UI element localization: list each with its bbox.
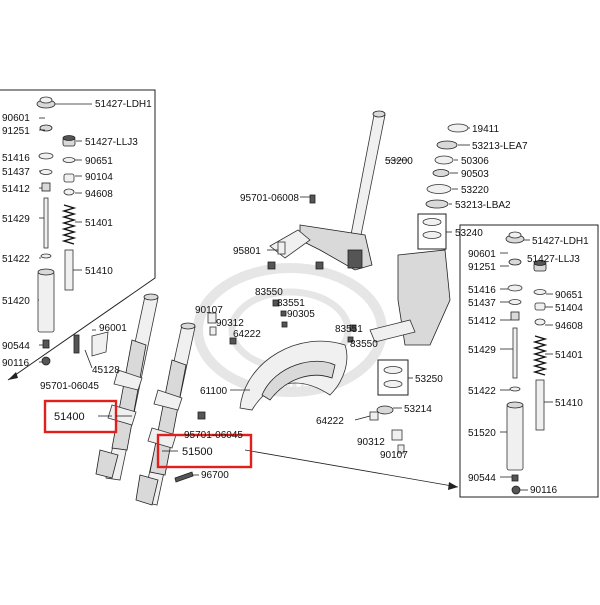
label-r-51520: 51520	[468, 428, 496, 439]
right-inset-labels: 51427-LDH1 90601 91251 51427-LLJ3 51416 …	[468, 236, 589, 496]
label-53214: 53214	[404, 404, 432, 415]
steering-stem	[269, 110, 408, 271]
label-53213-lba2: 53213-LBA2	[455, 200, 511, 211]
label-83550-b: 83550	[350, 339, 378, 350]
label-r-90544: 90544	[468, 473, 496, 484]
main-labels: 19411 53213-LEA7 50306 90503 53220 53213…	[40, 124, 528, 481]
label-95701-06045-a: 95701-06045	[40, 381, 99, 392]
label-r-90116: 90116	[530, 485, 558, 496]
left-inset-leaders	[38, 103, 92, 363]
label-90305: 90305	[287, 309, 315, 320]
callout-51400-label: 51400	[54, 411, 85, 423]
label-53213-lea7: 53213-LEA7	[472, 141, 528, 152]
label-r-90651: 90651	[555, 290, 583, 301]
label-r-51429: 51429	[468, 345, 496, 356]
label-95801: 95801	[233, 246, 261, 257]
label-96700: 96700	[201, 470, 229, 481]
label-95701-06045-b: 95701-06045	[184, 430, 243, 441]
label-90104: 90104	[85, 172, 113, 183]
callout-51500-label: 51500	[182, 446, 213, 458]
label-r-90601: 90601	[468, 249, 496, 260]
label-r-51404: 51404	[555, 303, 583, 314]
label-53200: 53200	[385, 156, 413, 167]
label-90651: 90651	[85, 156, 113, 167]
right-inset-parts	[505, 231, 548, 495]
label-90107-b: 90107	[380, 450, 408, 461]
label-19411: 19411	[472, 124, 500, 135]
label-83551-b: 83551	[335, 324, 363, 335]
label-r-51427-ldh1: 51427-LDH1	[532, 236, 589, 247]
label-90503: 90503	[461, 169, 489, 180]
left-inset-labels: 51427-LDH1 90601 91251 51427-LLJ3 51416 …	[2, 99, 152, 369]
label-51416: 51416	[2, 153, 30, 164]
label-53220: 53220	[461, 185, 489, 196]
right-inset: 51427-LDH1 90601 91251 51427-LLJ3 51416 …	[244, 224, 599, 498]
fork-leg-left	[73, 293, 159, 481]
left-inset-frame	[0, 89, 156, 381]
label-96001: 96001	[99, 323, 127, 334]
bearing-stack	[417, 123, 470, 250]
label-53250: 53250	[415, 374, 443, 385]
label-r-94608: 94608	[555, 321, 583, 332]
label-51427-llj3: 51427-LLJ3	[85, 137, 138, 148]
label-51420: 51420	[2, 296, 30, 307]
frame-head	[369, 249, 451, 415]
label-r-51410: 51410	[555, 398, 583, 409]
label-90107-a: 90107	[195, 305, 223, 316]
label-r-51412: 51412	[468, 316, 496, 327]
label-51412: 51412	[2, 184, 30, 195]
label-r-51437: 51437	[468, 298, 496, 309]
label-90601: 90601	[2, 113, 30, 124]
label-94608: 94608	[85, 189, 113, 200]
right-inset-leaders	[500, 239, 553, 491]
label-64222-b: 64222	[316, 416, 344, 427]
label-51410: 51410	[85, 266, 113, 277]
label-51401: 51401	[85, 218, 113, 229]
centre-hardware	[207, 194, 405, 454]
left-inset-parts	[36, 96, 77, 366]
left-inset: 51427-LDH1 90601 91251 51427-LLJ3 51416 …	[0, 89, 156, 381]
label-61100: 61100	[200, 386, 228, 397]
label-91251: 91251	[2, 126, 30, 137]
label-83550-a: 83550	[255, 287, 283, 298]
label-50306: 50306	[461, 156, 489, 167]
label-r-91251: 91251	[468, 262, 496, 273]
label-r-51416: 51416	[468, 285, 496, 296]
right-inset-frame	[459, 224, 599, 498]
label-45128: 45128	[92, 365, 120, 376]
front-fender	[230, 340, 348, 411]
label-90544: 90544	[2, 341, 30, 352]
label-r-51422: 51422	[468, 386, 496, 397]
label-51437: 51437	[2, 167, 30, 178]
label-51429: 51429	[2, 214, 30, 225]
label-51422: 51422	[2, 254, 30, 265]
label-90312-b: 90312	[357, 437, 385, 448]
callout-51500: 51500	[156, 433, 253, 469]
label-64222-a: 64222	[233, 329, 261, 340]
label-r-51401: 51401	[555, 350, 583, 361]
label-51427-ldh1: 51427-LDH1	[95, 99, 152, 110]
label-53240: 53240	[455, 228, 483, 239]
callout-51400: 51400	[43, 399, 132, 434]
label-r-51427-llj3: 51427-LLJ3	[527, 254, 580, 265]
label-90116: 90116	[2, 358, 30, 369]
label-95701-06008: 95701-06008	[240, 193, 299, 204]
label-83551-a: 83551	[277, 298, 305, 309]
label-90312-a: 90312	[216, 318, 244, 329]
